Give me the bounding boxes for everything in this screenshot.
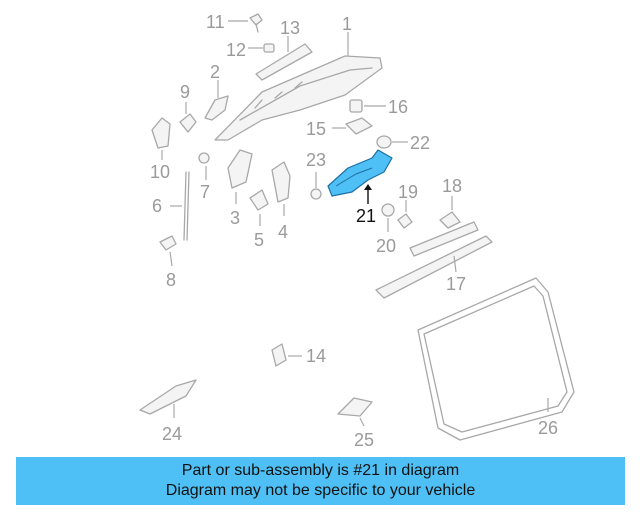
part-20-bumper: 20 — [376, 203, 396, 256]
part-4-bracket: 4 — [271, 161, 291, 242]
part-8-stud: 8 — [159, 235, 177, 290]
part-24-harness: 24 — [139, 379, 197, 444]
part-26-weatherstrip: 26 — [417, 277, 575, 441]
callout-7: 7 — [200, 182, 210, 202]
banner-line-1: Part or sub-assembly is #21 in diagram — [181, 462, 460, 479]
part-13-strip: 13 — [255, 18, 313, 81]
callout-23: 23 — [306, 150, 326, 170]
part-1-liftgate-panel: 1 — [214, 14, 383, 141]
callout-5: 5 — [254, 230, 264, 250]
callout-11: 11 — [206, 12, 225, 32]
banner-line-2: Diagram may not be specific to your vehi… — [165, 482, 476, 499]
part-2-bracket: 2 — [204, 62, 229, 121]
callout-21: 21 — [356, 206, 376, 226]
callout-9: 9 — [180, 82, 190, 102]
callout-3: 3 — [230, 208, 240, 228]
callout-15: 15 — [306, 119, 326, 139]
callout-8: 8 — [166, 270, 176, 290]
callout-1: 1 — [342, 14, 352, 34]
callout-26: 26 — [538, 418, 558, 438]
part-5-hinge-bracket: 5 — [249, 189, 269, 250]
callout-25: 25 — [354, 430, 374, 450]
part-18-trim-clip: 18 — [439, 176, 462, 229]
part-15-switch: 15 — [306, 117, 373, 139]
callout-10: 10 — [150, 162, 170, 182]
part-7-ball-stud: 7 — [198, 152, 210, 202]
part-21-latch-highlighted: 21 — [327, 149, 393, 226]
part-25-harness: 25 — [337, 397, 374, 450]
callout-12: 12 — [226, 40, 246, 60]
part-11-bolt: 11 — [206, 12, 263, 33]
info-banner: Part or sub-assembly is #21 in diagram D… — [16, 457, 625, 505]
callout-20: 20 — [376, 236, 396, 256]
callout-18: 18 — [442, 176, 462, 196]
part-19-clip: 19 — [397, 182, 418, 229]
callout-17: 17 — [446, 274, 466, 294]
part-3-hinge: 3 — [227, 149, 253, 228]
callout-4: 4 — [278, 222, 288, 242]
part-23-bumper: 23 — [306, 150, 326, 200]
callout-16: 16 — [388, 97, 408, 117]
part-6-strut: 6 — [152, 171, 190, 241]
part-12-clip: 12 — [226, 40, 275, 60]
part-9-cap: 9 — [179, 82, 197, 133]
callout-24: 24 — [162, 424, 182, 444]
part-10-bracket: 10 — [150, 117, 171, 182]
callout-6: 6 — [152, 196, 162, 216]
part-16-cover: 16 — [349, 97, 408, 117]
callout-2: 2 — [210, 62, 220, 82]
part-14-cover: 14 — [271, 343, 326, 367]
part-17-sill-trim: 17 — [375, 221, 493, 299]
part-22-cap: 22 — [376, 133, 430, 153]
callout-14: 14 — [306, 346, 326, 366]
callout-22: 22 — [410, 133, 430, 153]
callout-19: 19 — [398, 182, 418, 202]
parts-diagram: 1 2 11 12 13 9 10 7 — [139, 12, 575, 450]
callout-13: 13 — [280, 18, 300, 38]
